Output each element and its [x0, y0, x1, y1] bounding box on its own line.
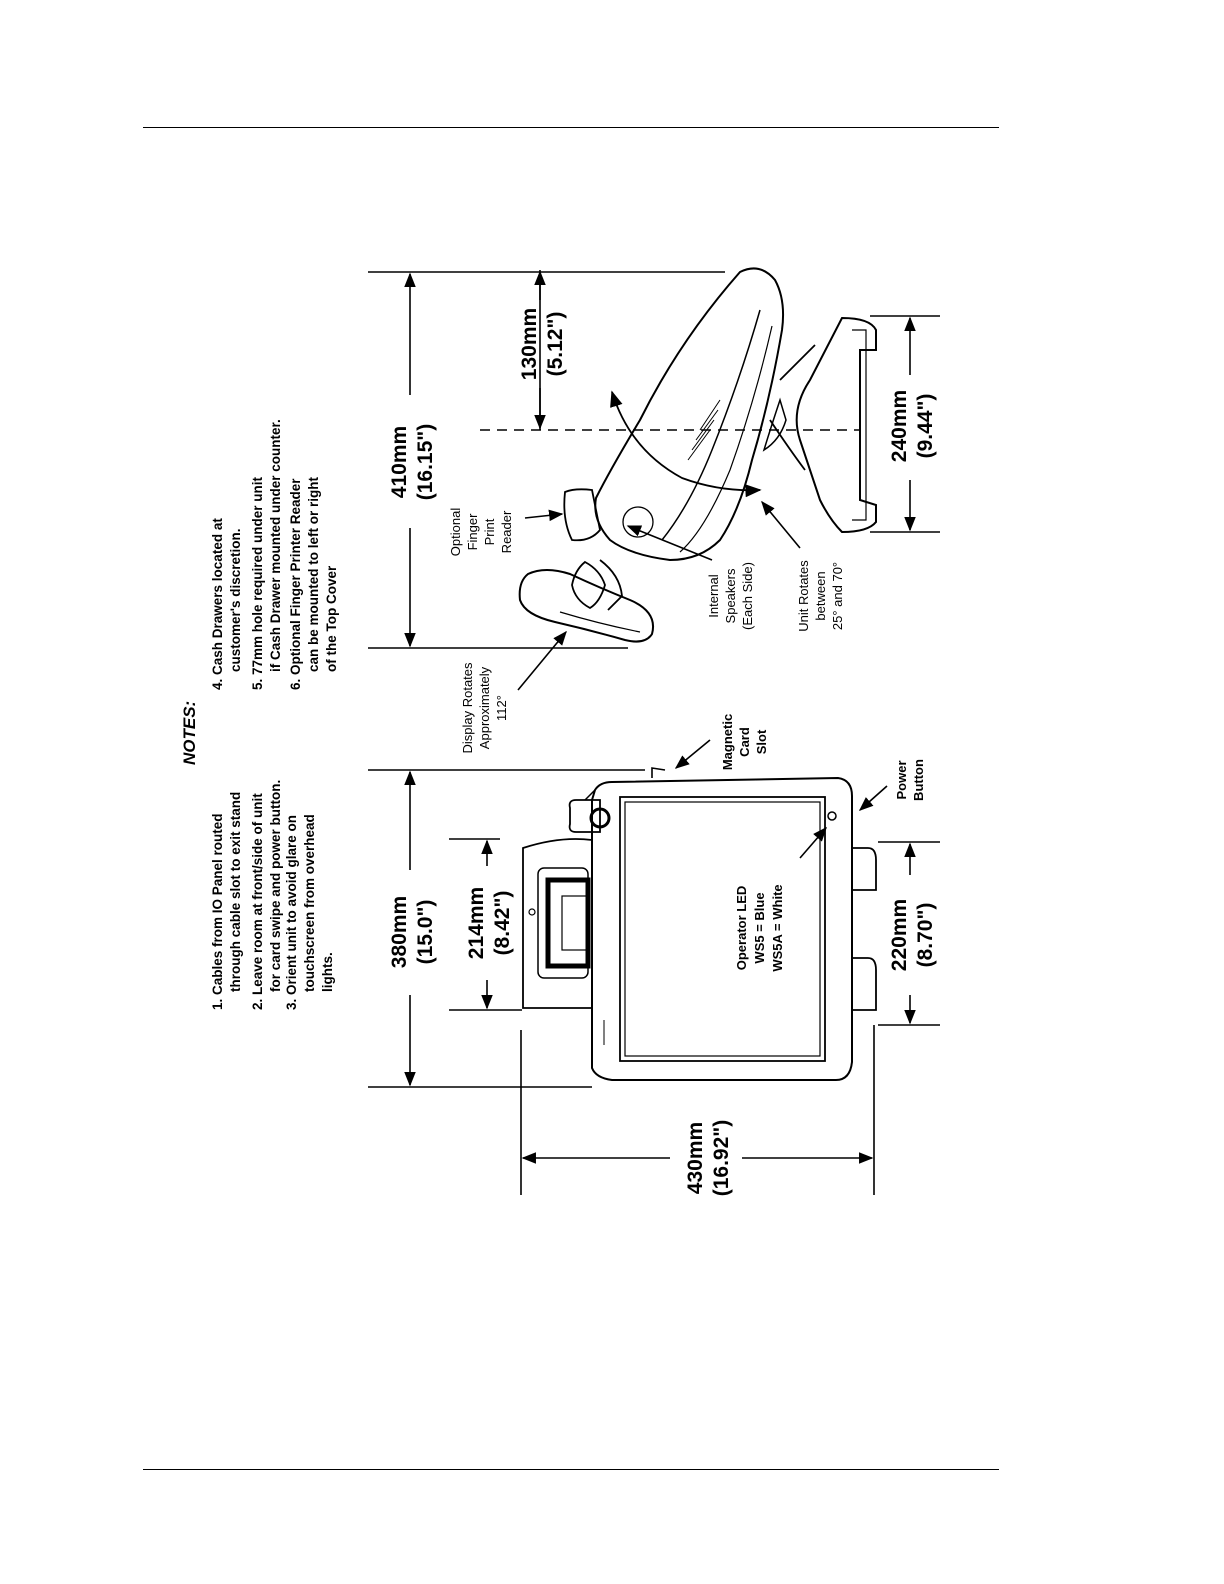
dim-430-mm: 430mm	[684, 1122, 707, 1194]
card-slot-line-1: Magnetic	[720, 714, 735, 770]
speakers-line-1: Internal	[706, 574, 721, 617]
note-4-line-1: 4. Cash Drawers located at	[210, 518, 225, 690]
dim-130-in: (5.12")	[544, 312, 567, 377]
dimension-labels: 410mm (16.15") 380mm (15.0") 214mm (8.42…	[388, 308, 937, 1196]
power-button-line-1: Power	[894, 760, 909, 799]
dimension-lines	[368, 270, 940, 1195]
note-3: 3. Orient unit to avoid glare on touchsc…	[284, 814, 335, 1010]
callout-operator-led: Operator LED WS5 = Blue WS5A = White	[734, 884, 785, 971]
dim-214-in: (8.42")	[491, 891, 514, 956]
callout-finger-print-reader: Optional Finger Print Reader	[448, 508, 514, 557]
note-6: 6. Optional Finger Printer Reader can be…	[288, 476, 339, 690]
dim-430: 430mm (16.92")	[684, 1120, 733, 1197]
note-1-line-2: through cable slot to exit stand	[228, 792, 243, 992]
display-rotates-line-3: 112°	[494, 695, 509, 721]
dim-380: 380mm (15.0")	[388, 896, 437, 968]
note-5-line-1: 5. 77mm hole required under unit	[250, 476, 265, 690]
display-rotates-line-1: Display Rotates	[460, 662, 475, 754]
note-1-line-1: 1. Cables from IO Panel routed	[210, 813, 225, 1010]
note-2: 2. Leave room at front/side of unit for …	[250, 780, 283, 1010]
side-view	[480, 267, 877, 643]
dim-410-in: (16.15")	[414, 424, 437, 501]
finger-print-line-3: Print	[482, 518, 497, 545]
notes-block: NOTES: 1. Cables from IO Panel routed th…	[180, 419, 339, 1010]
display-rotates-line-2: Approximately	[477, 666, 492, 749]
note-6-line-2: can be mounted to left or right	[306, 476, 321, 672]
dim-380-in: (15.0")	[414, 900, 437, 965]
note-2-line-2: for card swipe and power button.	[268, 780, 283, 992]
dim-410-mm: 410mm	[388, 426, 411, 498]
dim-430-in: (16.92")	[710, 1120, 733, 1197]
dim-240-in: (9.44")	[914, 394, 937, 459]
dim-220-in: (8.70")	[914, 903, 937, 968]
operator-led-line-3: WS5A = White	[770, 884, 785, 971]
card-slot-line-2: Card	[737, 727, 752, 757]
note-3-line-1: 3. Orient unit to avoid glare on	[284, 815, 299, 1010]
dim-214: 214mm (8.42")	[465, 887, 514, 959]
operator-led-line-1: Operator LED	[734, 886, 749, 971]
note-4: 4. Cash Drawers located at customer's di…	[210, 518, 243, 690]
top-view	[522, 767, 877, 1081]
dim-380-mm: 380mm	[388, 896, 411, 968]
power-button-line-2: Button	[911, 759, 926, 801]
speakers-line-2: Speakers	[723, 568, 738, 623]
bottom-rule	[143, 1469, 999, 1470]
dim-214-mm: 214mm	[465, 887, 488, 959]
note-6-line-3: of the Top Cover	[324, 565, 339, 672]
dim-220: 220mm (8.70")	[888, 899, 937, 971]
note-2-line-1: 2. Leave room at front/side of unit	[250, 793, 265, 1010]
dim-240-mm: 240mm	[888, 390, 911, 462]
unit-rotates-line-2: between	[813, 571, 828, 620]
unit-rotates-line-1: Unit Rotates	[796, 560, 811, 632]
callout-display-rotates: Display Rotates Approximately 112°	[460, 662, 509, 754]
callout-unit-rotates: Unit Rotates between 25° and 70°	[796, 560, 845, 632]
operator-led-line-2: WS5 = Blue	[752, 892, 767, 963]
note-1: 1. Cables from IO Panel routed through c…	[210, 792, 243, 1010]
note-3-line-3: lights.	[320, 952, 335, 992]
dim-220-mm: 220mm	[888, 899, 911, 971]
dim-130: 130mm (5.12")	[518, 308, 567, 380]
finger-print-line-4: Reader	[499, 510, 514, 553]
note-5-line-2: if Cash Drawer mounted under counter.	[268, 419, 283, 672]
note-4-line-2: customer's discretion.	[228, 528, 243, 672]
finger-print-line-1: Optional	[448, 508, 463, 557]
card-slot-line-3: Slot	[754, 729, 769, 754]
finger-print-line-2: Finger	[465, 513, 480, 551]
speakers-line-3: (Each Side)	[740, 562, 755, 630]
note-5: 5. 77mm hole required under unit if Cash…	[250, 419, 283, 690]
unit-rotates-line-3: 25° and 70°	[830, 562, 845, 630]
dim-410: 410mm (16.15")	[388, 424, 437, 501]
top-rule	[143, 127, 999, 128]
notes-heading: NOTES:	[180, 701, 199, 765]
callout-power-button: Power Button	[894, 759, 926, 801]
callout-internal-speakers: Internal Speakers (Each Side)	[706, 562, 755, 630]
note-6-line-1: 6. Optional Finger Printer Reader	[288, 478, 303, 690]
callout-magnetic-card-slot: Magnetic Card Slot	[720, 714, 769, 770]
dim-240: 240mm (9.44")	[888, 390, 937, 462]
callouts: Magnetic Card Slot Power Button Operator…	[448, 500, 926, 972]
dim-130-mm: 130mm	[518, 308, 541, 380]
note-3-line-2: touchscreen from overhead	[302, 814, 317, 992]
